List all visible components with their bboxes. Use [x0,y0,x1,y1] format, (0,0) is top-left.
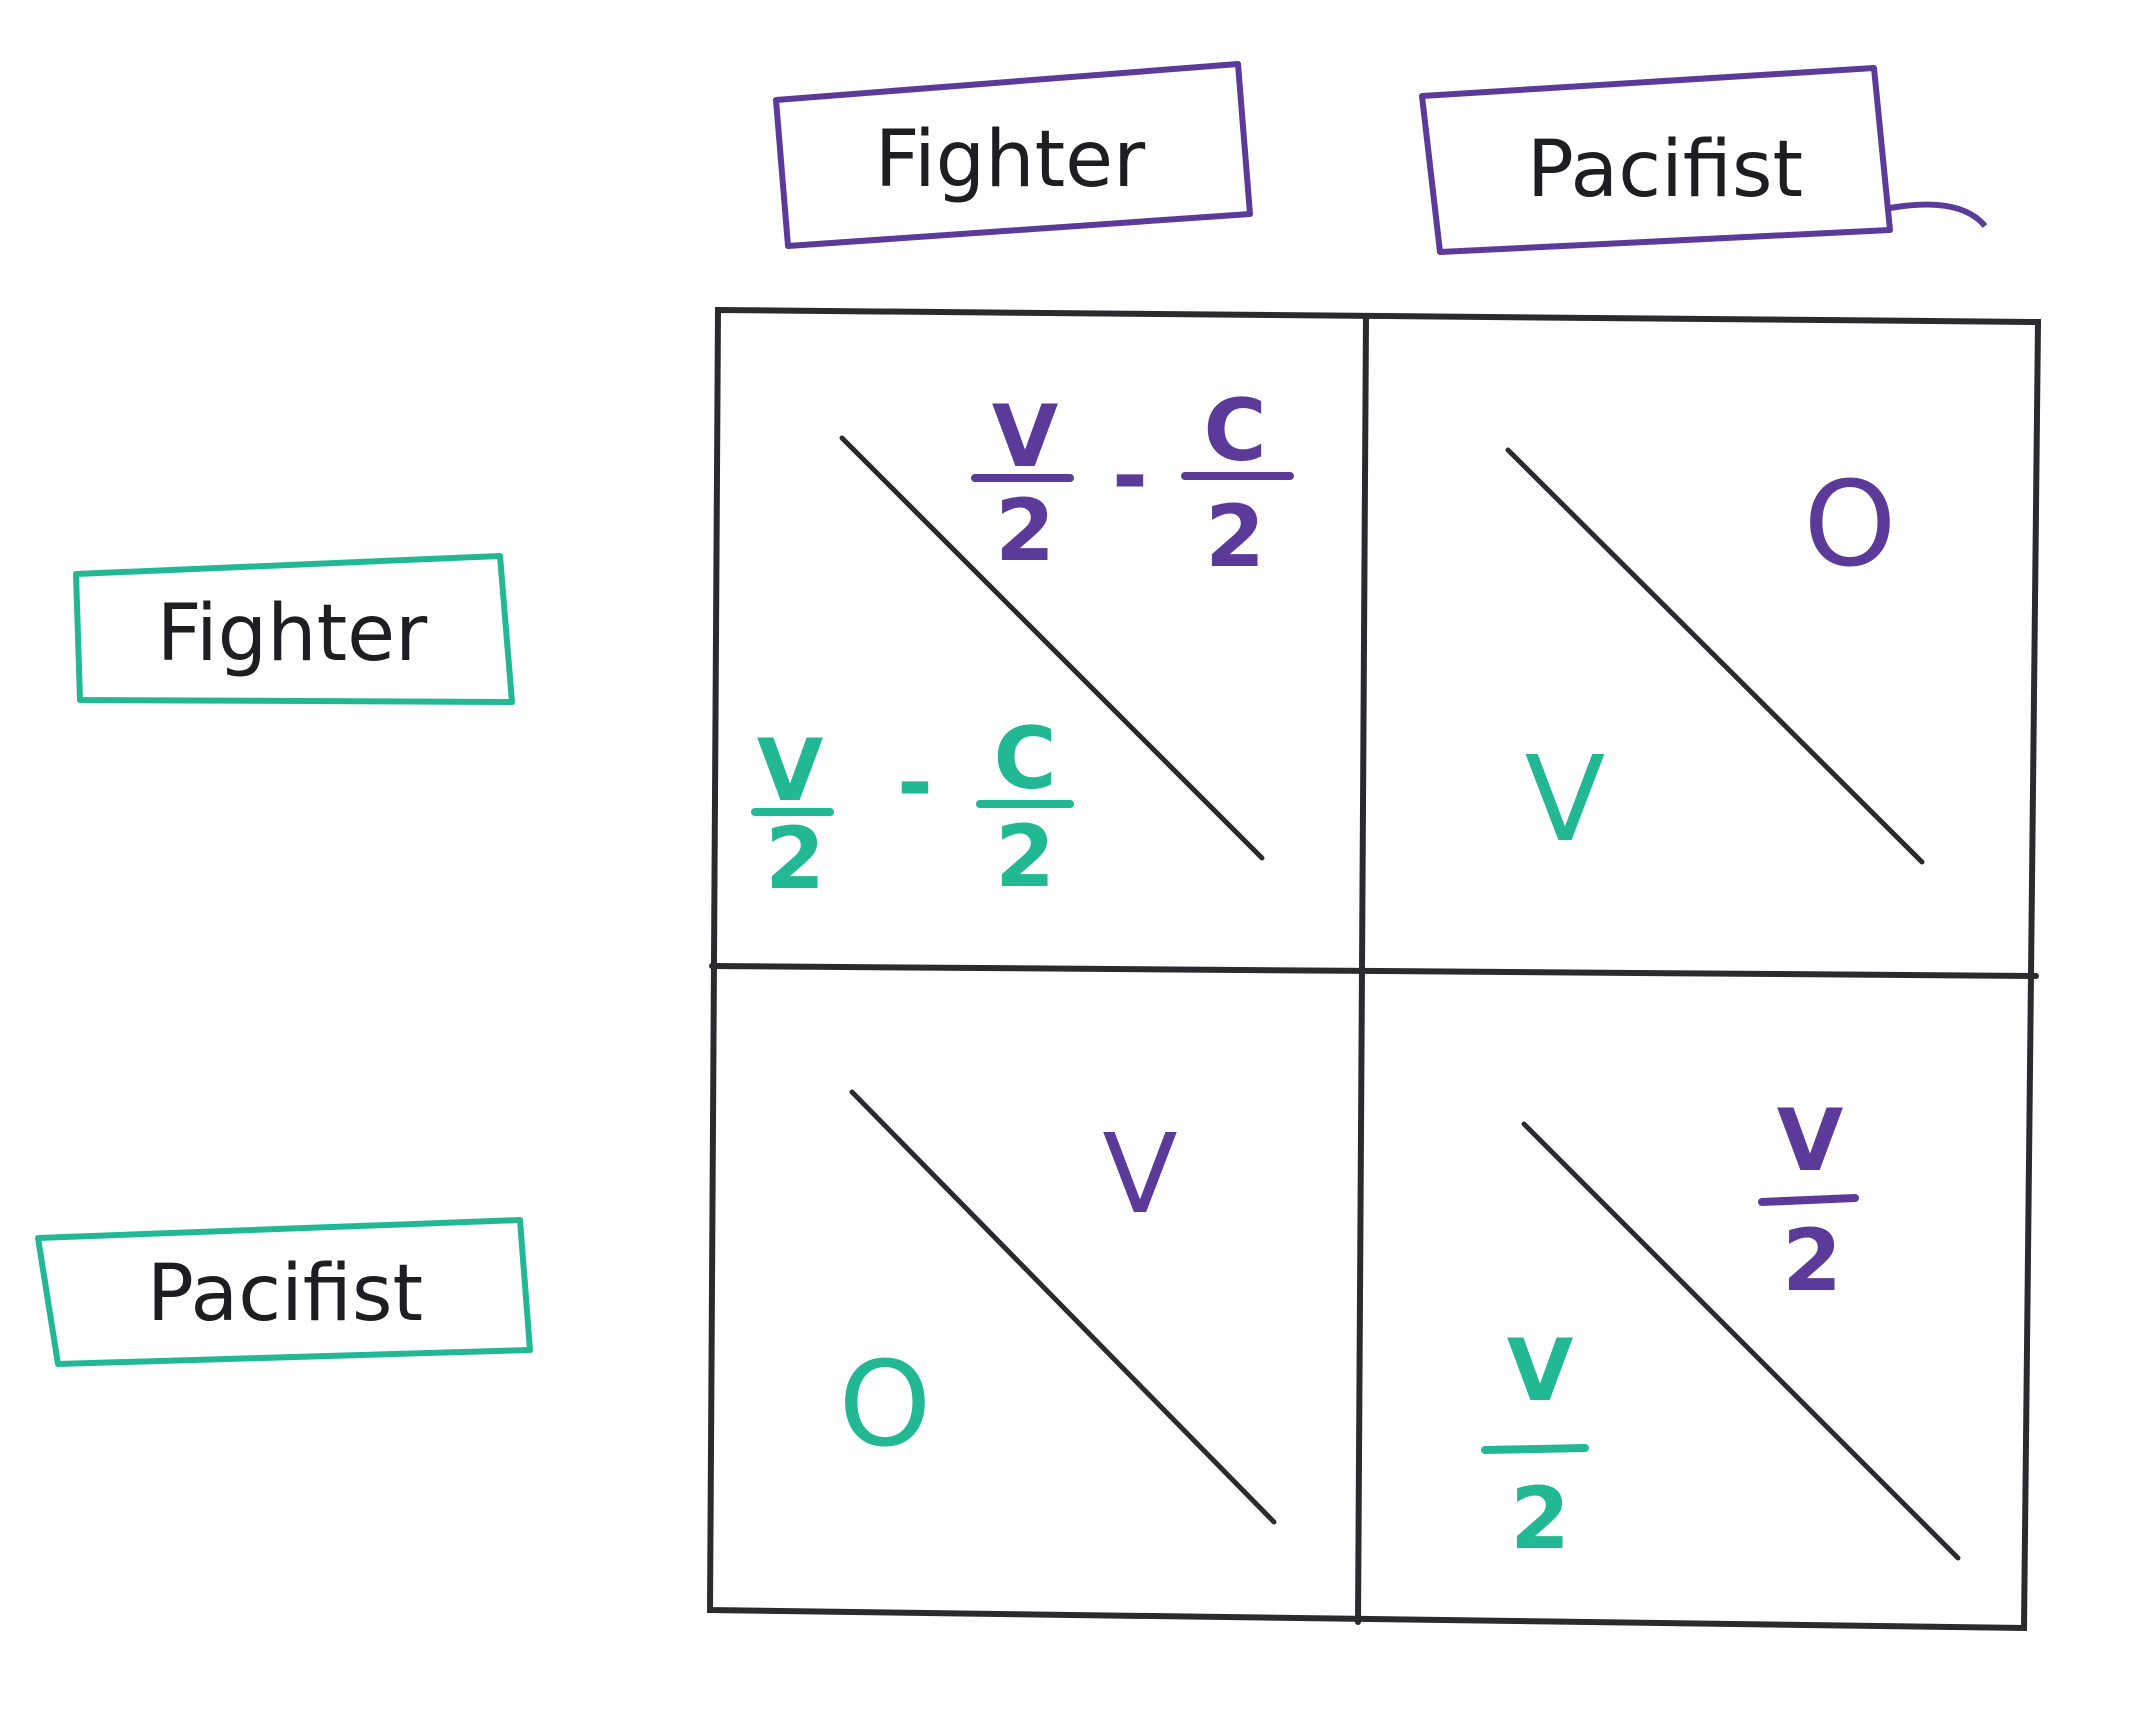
row-header-pacifist-frame [35,1217,533,1367]
payoff-minus-sign: - [897,733,933,833]
column-header-pacifist-label: Pacifist [1527,125,1803,215]
cell-pacifist-fighter-row-payoff: O [839,1335,932,1473]
cell-fighter-fighter-column-payoff: V 2 - C 2 [971,381,1294,587]
row-header-pacifist: Pacifist [35,1217,533,1367]
payoff-fraction-bar [1758,1194,1859,1206]
cell-pacifist-fighter-diagonal [849,1089,1277,1525]
payoff-fraction-numerator: C [993,709,1056,809]
cell-fighter-fighter-diagonal [839,435,1265,861]
row-header-fighter-frame [73,553,515,705]
matrix-horizontal-divider [709,963,2039,979]
payoff-fraction-numerator: V [757,721,824,821]
column-header-fighter: Fighter [773,61,1253,249]
cell-pacifist-pacifist-diagonal [1521,1121,1961,1561]
cell-pacifist-pacifist-column-payoff: V 2 [1758,1091,1859,1311]
cell-pacifist-fighter-column-payoff: V [1102,1110,1177,1238]
column-header-pacifist-frame [1419,65,1893,255]
payoff-fraction-denominator: 2 [1205,487,1265,587]
payoff-fraction-denominator: 2 [1782,1211,1842,1311]
payoff-fraction-denominator: 2 [995,807,1055,907]
column-header-fighter-label: Fighter [875,115,1146,205]
payoff-fraction-numerator: V [992,387,1059,487]
payoff-fraction-denominator: 2 [765,809,825,909]
row-header-fighter: Fighter [73,553,515,705]
cell-fighter-fighter-row-payoff: V 2 - C 2 [751,709,1074,909]
cell-pacifist-pacifist-row-payoff: V 2 [1481,1321,1589,1569]
column-header-pacifist-flourish [1889,201,1988,229]
row-header-fighter-label: Fighter [157,589,428,679]
row-header-pacifist-label: Pacifist [147,1249,423,1339]
cell-fighter-pacifist-column-payoff: O [1804,455,1897,593]
payoff-fraction-numerator: V [1507,1321,1574,1421]
payoff-minus-sign: - [1112,426,1148,526]
column-header-pacifist: Pacifist [1419,65,1988,255]
payoff-fraction-numerator: C [1203,381,1266,481]
cell-fighter-pacifist-diagonal [1505,447,1925,865]
payoff-fraction-denominator: 2 [1510,1469,1570,1569]
payoff-fraction-numerator: V [1777,1091,1844,1191]
cell-fighter-pacifist-row-payoff: V [1525,730,1606,868]
payoff-fraction-denominator: 2 [995,481,1055,581]
payoff-fraction-bar [1481,1444,1589,1454]
matrix-outer-border [706,306,2042,1632]
matrix-grid [706,306,2042,1632]
column-header-fighter-frame [773,61,1253,249]
